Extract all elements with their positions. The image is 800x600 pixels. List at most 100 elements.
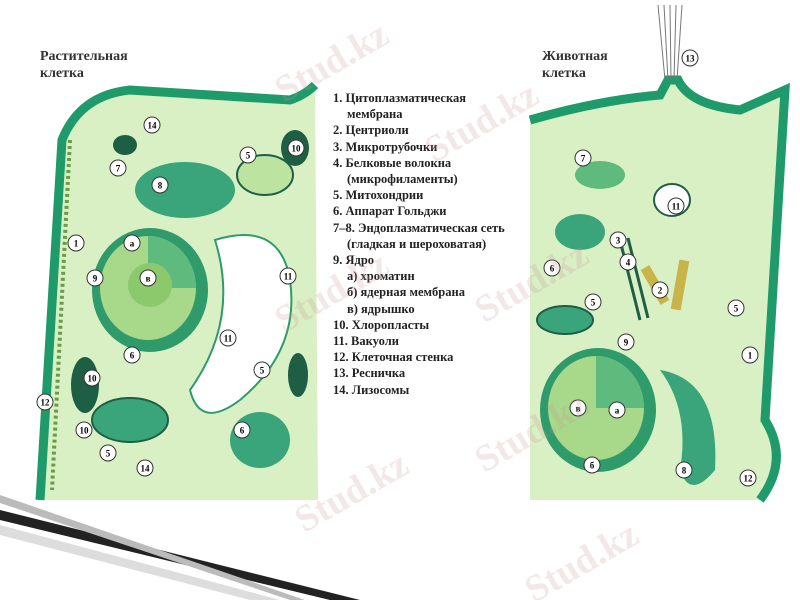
callout-circle: [675, 461, 693, 479]
callout-circle: [83, 369, 101, 387]
callout-label: а: [123, 234, 141, 252]
callout-number: 5: [106, 449, 111, 459]
legend-item: 3. Микротрубочки: [333, 139, 438, 154]
callout-number: а: [615, 406, 620, 416]
callout-label: 10: [75, 421, 93, 439]
legend-item: мембрана: [347, 107, 403, 122]
callout-number: 5: [260, 366, 265, 376]
callout-label: 5: [99, 444, 117, 462]
legend-item: 6. Аппарат Гольджи: [333, 204, 447, 219]
decorative-stripes: [0, 495, 360, 600]
callout-label: 6: [233, 421, 251, 439]
callout-circle: [584, 293, 602, 311]
callout-number: в: [146, 274, 151, 284]
callout-circle: [727, 299, 745, 317]
callout-number: 7: [116, 164, 121, 174]
callout-circle: [86, 269, 104, 287]
callout-label: а: [608, 401, 626, 419]
callout-label: 5: [727, 299, 745, 317]
callout-number: 14: [148, 121, 158, 131]
callout-circle: [123, 234, 141, 252]
callout-number: 5: [734, 304, 739, 314]
callout-number: 9: [624, 338, 629, 348]
callout-circle: [739, 469, 757, 487]
callout-circle: [574, 149, 592, 167]
callout-number: б: [590, 461, 595, 471]
callout-label: 7: [109, 159, 127, 177]
plant-cell: [35, 81, 319, 501]
legend-item: 5. Митохондрии: [333, 188, 424, 203]
callout-number: 12: [41, 398, 51, 408]
callout-circle: [583, 456, 601, 474]
legend-item: в) ядрышко: [347, 301, 415, 316]
callout-number: 12: [744, 474, 754, 484]
animal-cell-title: Животная клетка: [542, 48, 608, 82]
callout-label: 9: [86, 269, 104, 287]
title-line: клетка: [40, 66, 84, 81]
callout-label: 12: [739, 469, 757, 487]
callout-label: 12: [36, 393, 54, 411]
callout-label: б: [583, 456, 601, 474]
animal-cell: [528, 4, 790, 503]
callout-circle: [253, 361, 271, 379]
callout-circle: [109, 159, 127, 177]
legend-item: 11. Вакуоли: [333, 334, 399, 349]
callout-circle: [67, 234, 85, 252]
callout-label: 11: [219, 329, 237, 347]
callout-circle: [219, 329, 237, 347]
callout-circle: [36, 393, 54, 411]
callout-number: 11: [672, 202, 681, 212]
callout-circle: [543, 259, 561, 277]
callout-label: 11: [667, 197, 685, 215]
callout-number: 7: [581, 154, 586, 164]
callout-label: 2: [651, 281, 669, 299]
callout-circle: [608, 401, 626, 419]
callout-number: в: [576, 404, 581, 414]
callout-label: 8: [675, 461, 693, 479]
callout-label: в: [569, 399, 587, 417]
legend-item: 9. Ядро: [333, 253, 375, 268]
callout-circle: [233, 421, 251, 439]
callout-circle: [609, 231, 627, 249]
callout-circle: [143, 116, 161, 134]
callout-label: 1: [741, 346, 759, 364]
callout-circle: [619, 253, 637, 271]
callout-circle: [239, 146, 257, 164]
callout-number: 11: [284, 272, 293, 282]
callout-number: 6: [240, 426, 245, 436]
callout-number: 4: [626, 258, 631, 268]
callout-label: 7: [574, 149, 592, 167]
callout-number: 10: [292, 144, 302, 154]
legend-item: 10. Хлоропласты: [333, 317, 430, 332]
callout-label: 14: [143, 116, 161, 134]
callout-number: 10: [88, 374, 98, 384]
title-line: Растительная: [40, 49, 128, 64]
callout-number: 6: [130, 351, 135, 361]
legend-item: 12. Клеточная стенка: [333, 350, 454, 365]
legend-item: 7–8. Эндоплазматическая сеть: [333, 220, 505, 235]
callout-number: 9: [93, 274, 98, 284]
callout-circle: [75, 421, 93, 439]
callout-number: 1: [74, 239, 79, 249]
callout-circle: [681, 49, 699, 67]
callout-circle: [136, 459, 154, 477]
legend-item: 14. Лизосомы: [333, 382, 410, 397]
callout-circle: [279, 267, 297, 285]
callout-label: 6: [123, 346, 141, 364]
callout-label: 5: [253, 361, 271, 379]
callout-label: 10: [83, 369, 101, 387]
callout-circle: [741, 346, 759, 364]
legend-item: 2. Центриоли: [333, 123, 409, 138]
callout-label: 11: [279, 267, 297, 285]
callout-number: 5: [591, 298, 596, 308]
callout-number: 1: [748, 351, 753, 361]
callout-number: 14: [141, 464, 151, 474]
callout-circle: [651, 281, 669, 299]
callout-circle: [287, 139, 305, 157]
title-line: Животная: [542, 49, 608, 64]
callout-circle: [667, 197, 685, 215]
cilium: [657, 4, 683, 81]
